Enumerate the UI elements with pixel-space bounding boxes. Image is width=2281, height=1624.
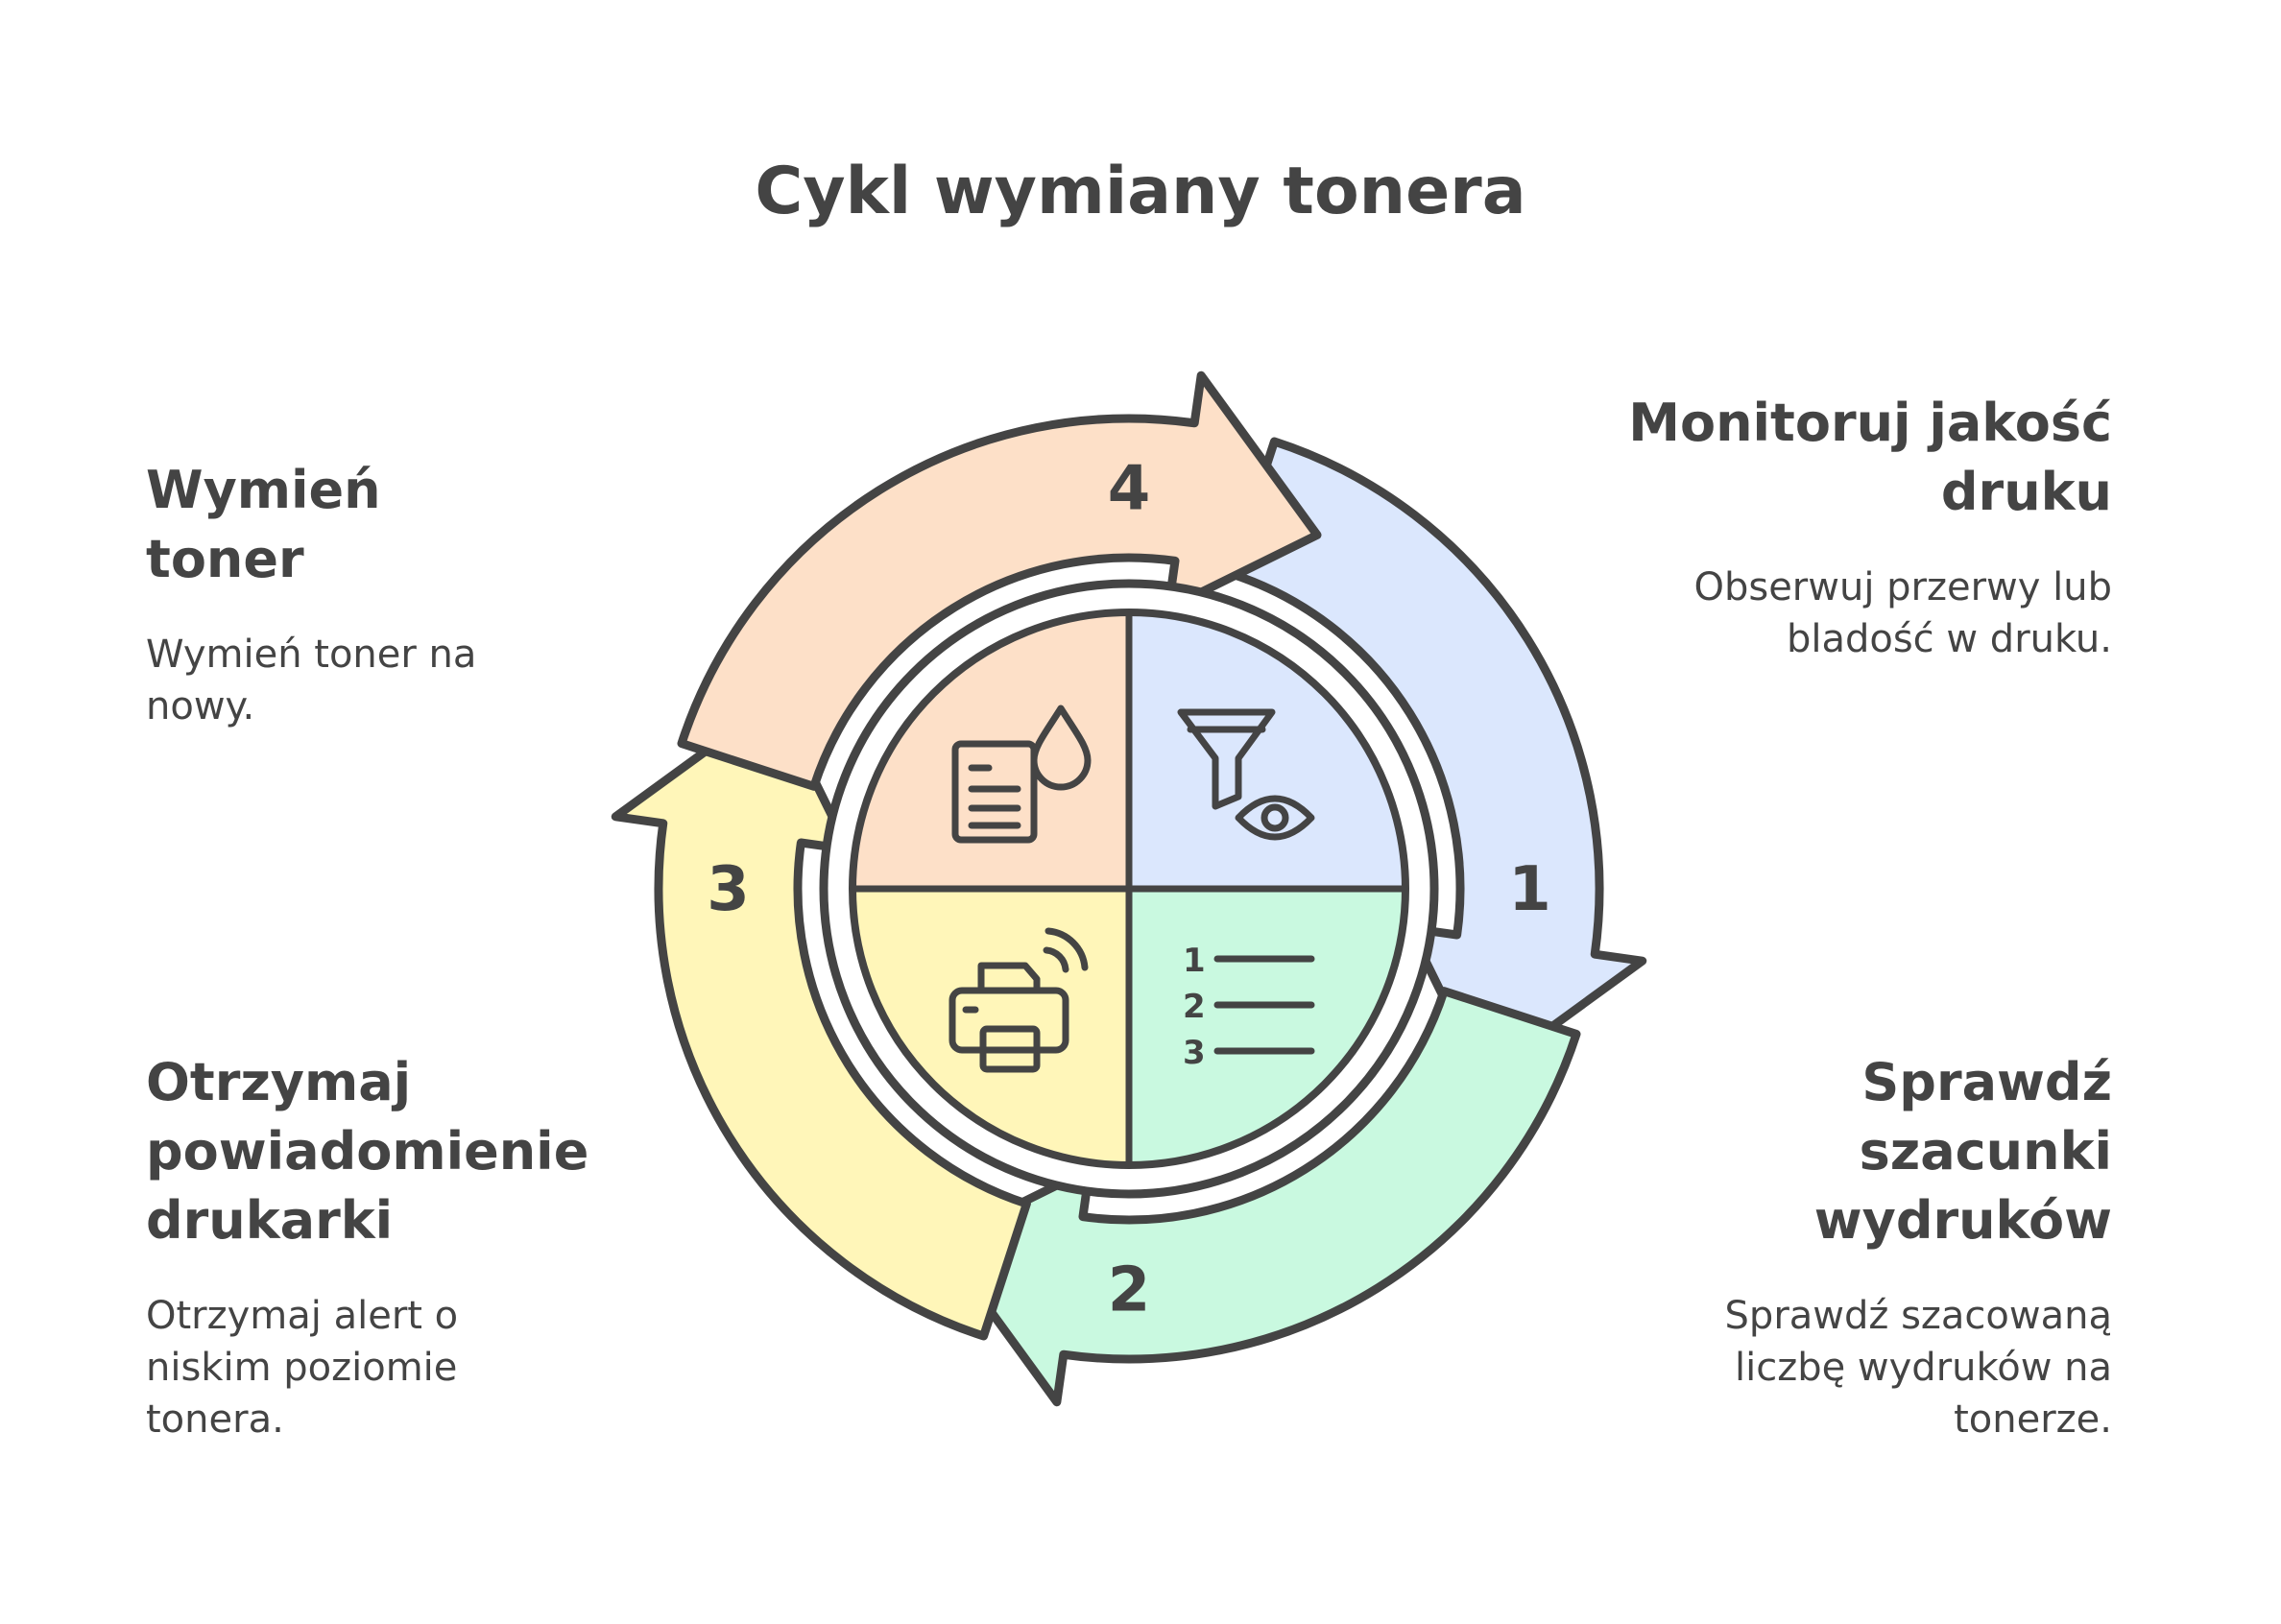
step-1-text: Monitoruj jakość druku Obserwuj przerwy … — [1613, 389, 2112, 665]
step-1-description: Obserwuj przerwy lub bladość w druku. — [1693, 565, 2112, 661]
arrow-step-3 — [611, 696, 1031, 1341]
step-4-number: 4 — [1108, 454, 1151, 525]
arrow-step-2 — [936, 987, 1581, 1407]
step-2-text: Sprawdź szacunki wydruków Sprawdź szacow… — [1613, 1048, 2112, 1445]
quadrant-step-1 — [1129, 612, 1405, 889]
step-3-number: 3 — [707, 854, 750, 925]
step-4-heading: Wymień toner — [146, 460, 381, 589]
step-2-description: Sprawdź szacowaną liczbę wydruków na ton… — [1724, 1294, 2112, 1442]
quadrant-step-2 — [1129, 889, 1405, 1165]
arrow-step-4 — [677, 370, 1322, 791]
step-2-heading: Sprawdź szacunki wydruków — [1813, 1052, 2112, 1251]
step-3-text: Otrzymaj powiadomienie drukarki Otrzymaj… — [146, 1048, 645, 1445]
step-1-heading: Monitoruj jakość druku — [1628, 393, 2112, 522]
wireless-printer-icon — [948, 927, 1089, 1073]
step-3-heading: Otrzymaj powiadomienie drukarki — [146, 1052, 589, 1251]
step-4-description: Wymień toner na nowy. — [146, 633, 477, 728]
step-1-number: 1 — [1508, 854, 1551, 925]
list-number-1: 1 — [1183, 942, 1206, 980]
list-number-2: 2 — [1183, 988, 1206, 1026]
numbered-list-icon: 1 2 3 — [1183, 942, 1315, 1072]
list-number-3: 3 — [1183, 1034, 1206, 1072]
step-3-description: Otrzymaj alert o niskim poziomie tonera. — [146, 1294, 459, 1442]
step-2-number: 2 — [1108, 1255, 1151, 1326]
diagram-title: Cykl wymiany tonera — [755, 154, 1526, 229]
document-ink-drop-icon — [951, 705, 1092, 844]
step-4-text: Wymień toner Wymień toner na nowy. — [146, 456, 549, 732]
arrow-step-1 — [1227, 437, 1647, 1082]
funnel-eye-icon — [1177, 708, 1315, 841]
quadrant-step-4 — [852, 612, 1129, 889]
